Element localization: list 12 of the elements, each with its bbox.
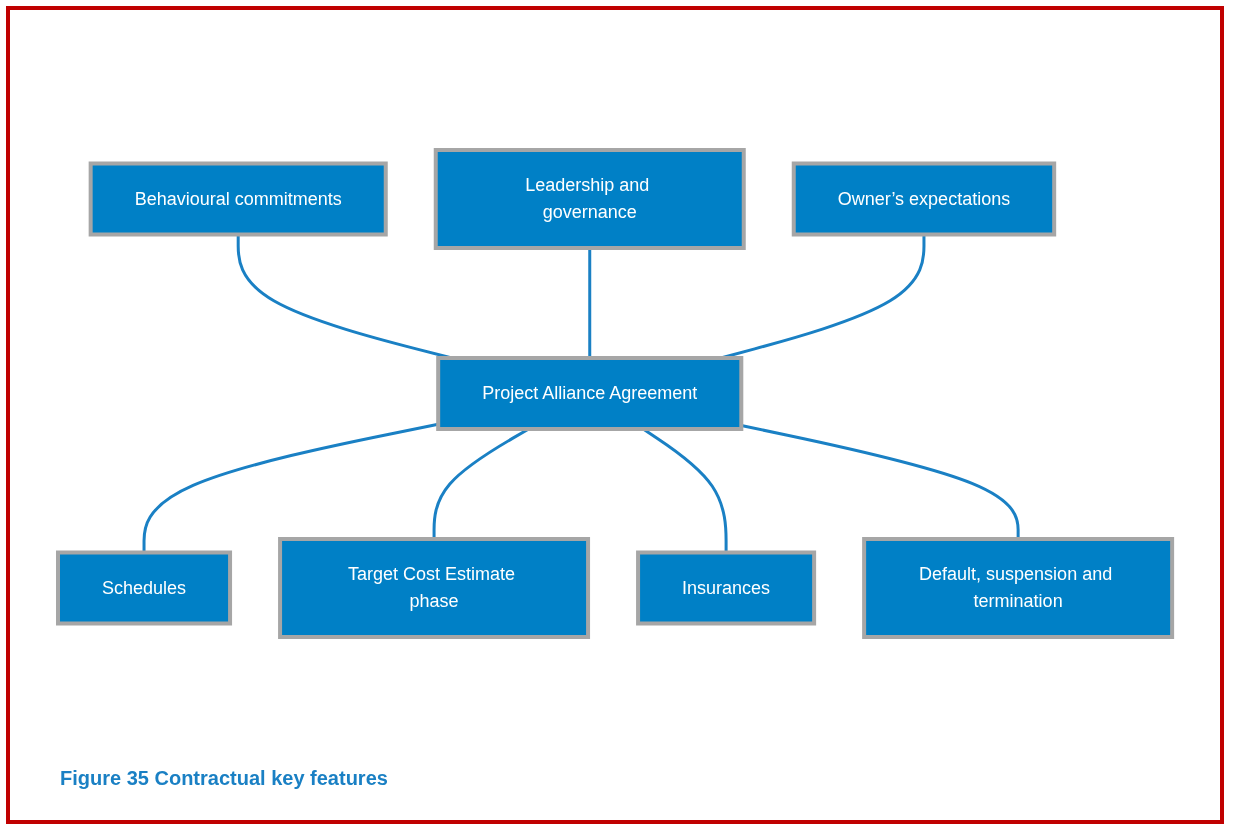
- connector: [740, 424, 1020, 539]
- node-box: [278, 537, 590, 639]
- figure-caption: Figure 35 Contractual key features: [60, 767, 388, 790]
- node-box: [791, 161, 1057, 237]
- node-box: [436, 356, 744, 431]
- connector: [588, 248, 592, 358]
- node-box: [88, 161, 388, 237]
- node-box: [433, 148, 746, 250]
- node-box: [55, 550, 232, 626]
- node-box: [636, 550, 817, 626]
- node-box: [862, 537, 1175, 639]
- page-frame: Behavioural commitments Leadership and governance Owner’s expectations Project Alliance Agreement Schedules Target Cost Estimate phase Insurances Default, suspension and termination Figure 35 Contractual key features: [6, 6, 1224, 824]
